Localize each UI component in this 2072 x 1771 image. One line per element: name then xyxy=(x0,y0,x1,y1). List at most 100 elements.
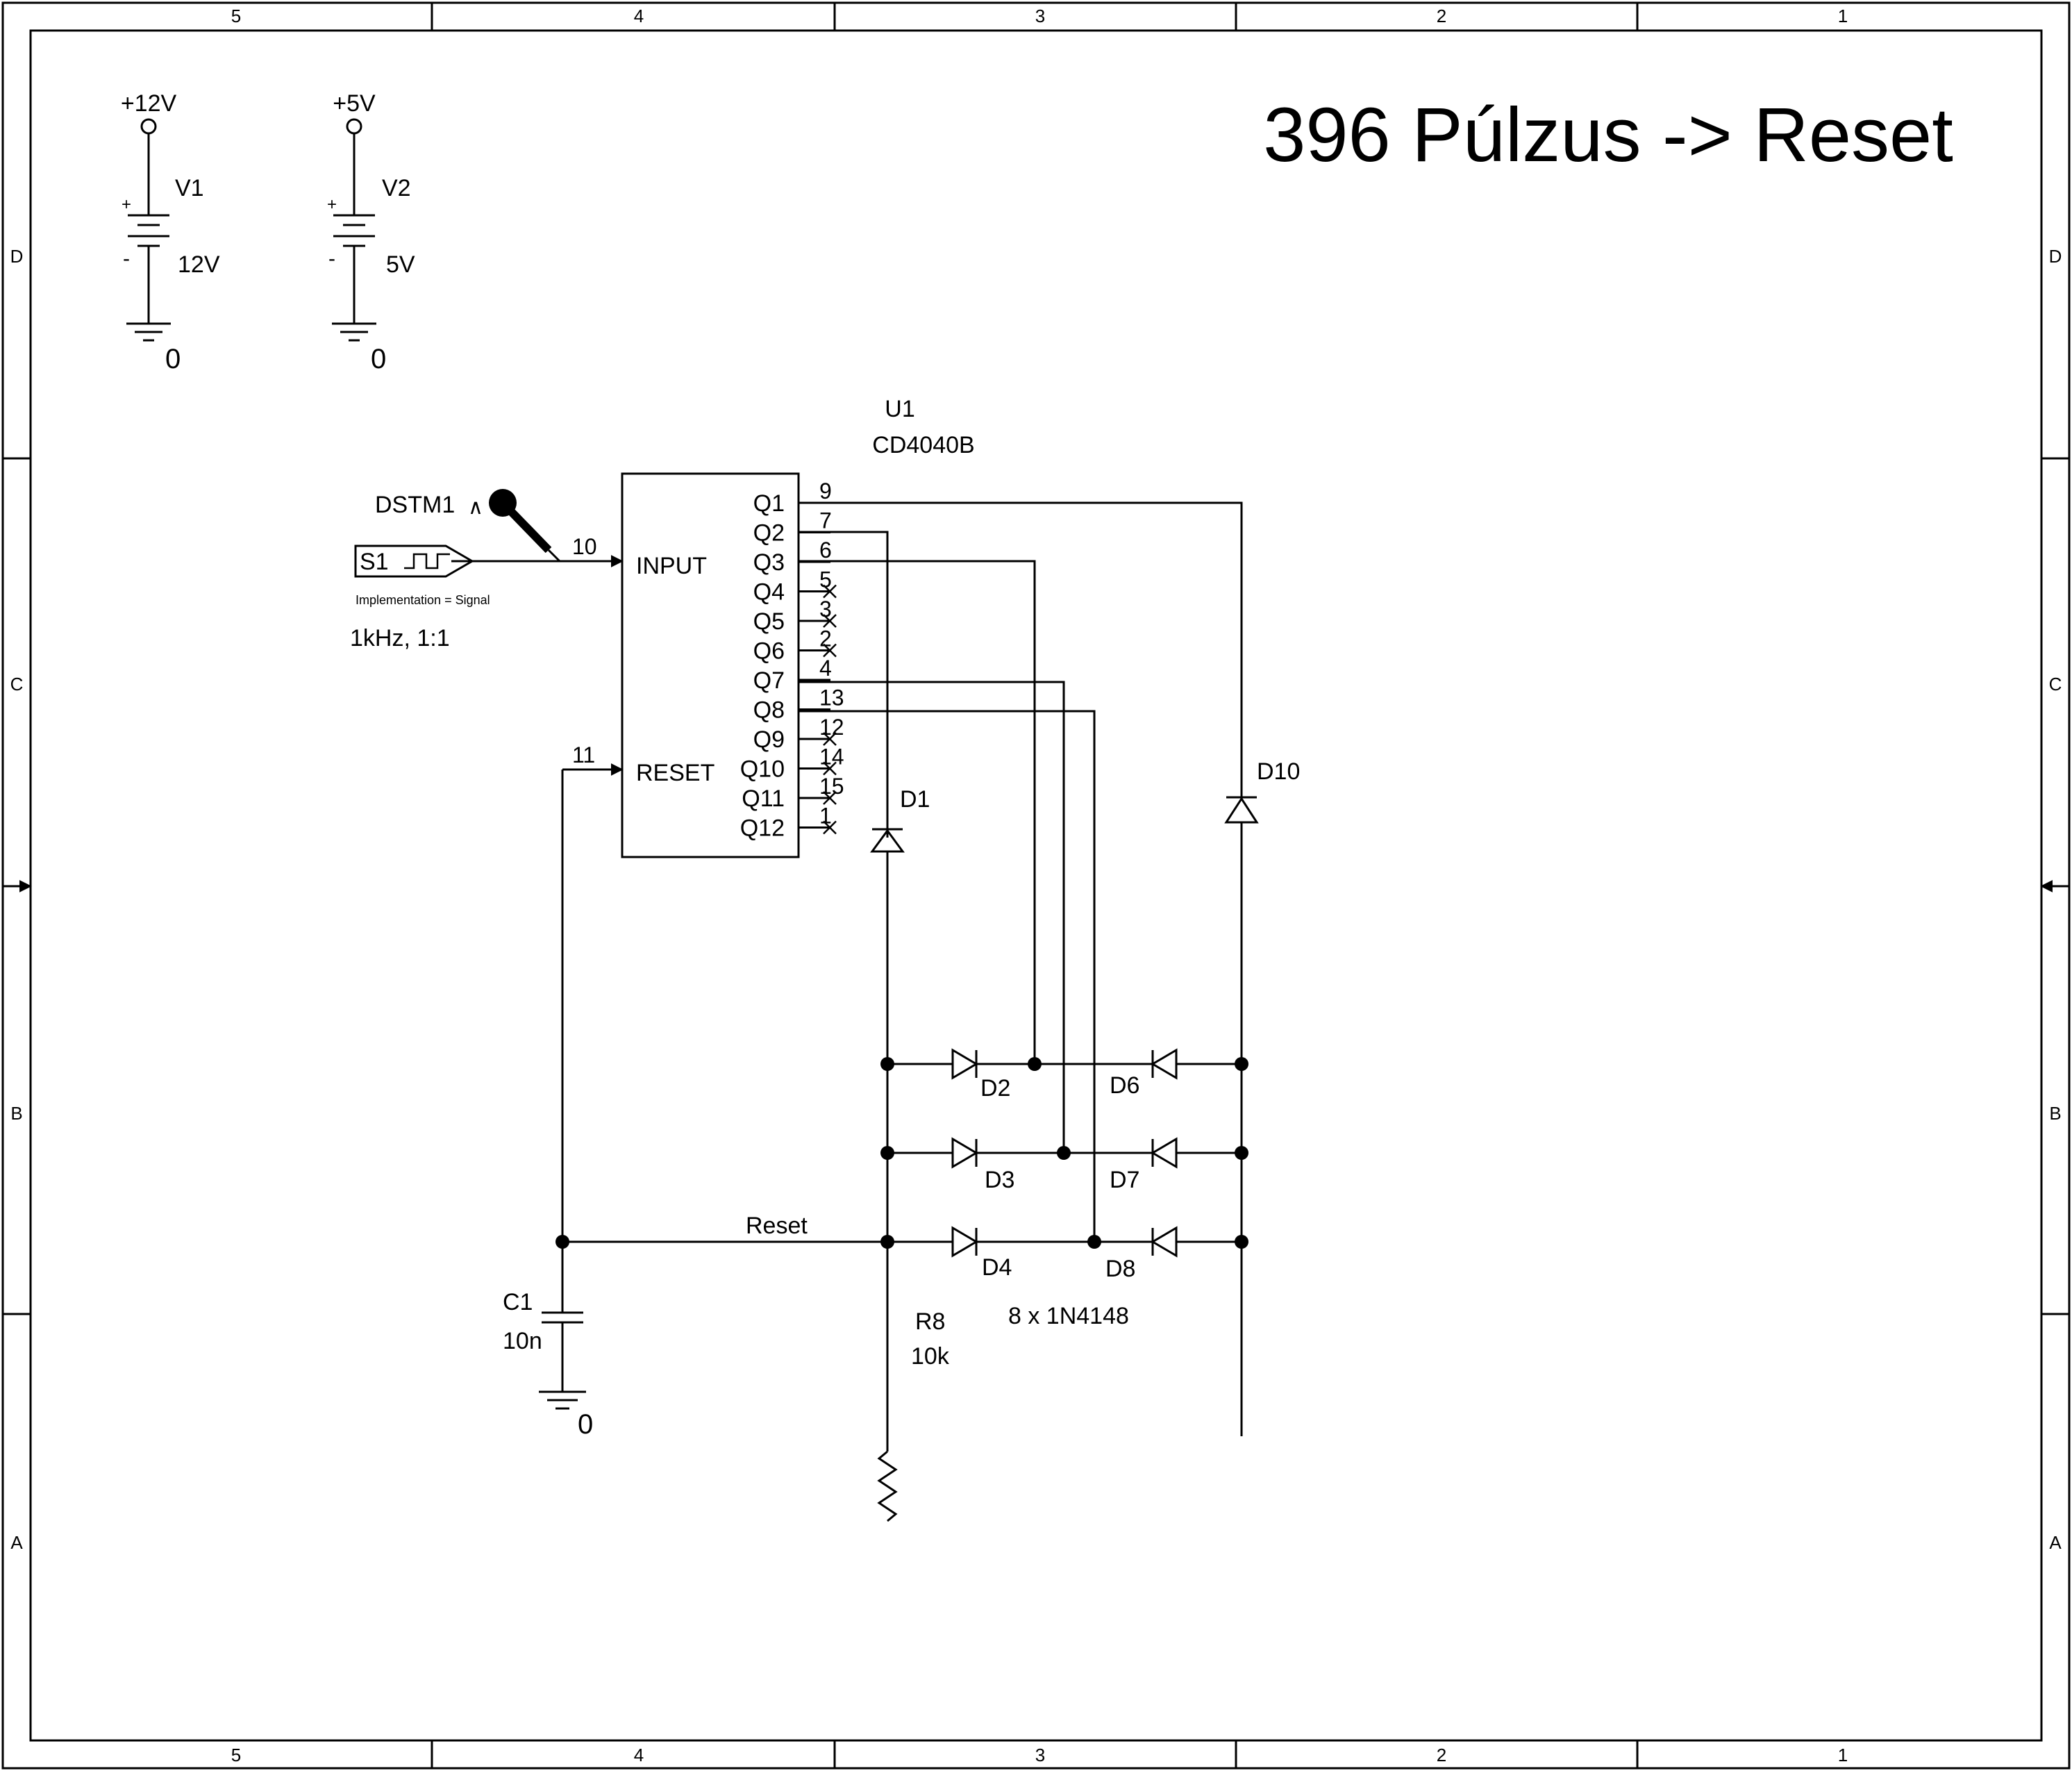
u1-input-pin: 10 xyxy=(572,534,597,559)
v2-plus: + xyxy=(327,195,337,214)
v2-name: V2 xyxy=(382,175,411,201)
u1-output-pin-number: 12 xyxy=(819,715,844,740)
reset-net-label: Reset xyxy=(746,1213,808,1239)
v2-ground: 0 xyxy=(371,344,386,374)
v2-rail-label: +5V xyxy=(333,90,376,117)
row-label: D xyxy=(10,246,24,267)
diode-column-right: D6 D7 D8 8 x 1N4148 xyxy=(1008,1048,1248,1436)
c1-ref: C1 xyxy=(503,1289,533,1315)
u1-output-pin-number: 1 xyxy=(819,804,832,829)
u1-output-pin-number: 15 xyxy=(819,774,844,799)
c1-ground: 0 xyxy=(578,1409,593,1440)
u1-output-name: Q6 xyxy=(753,638,785,665)
u1-output-name: Q12 xyxy=(740,815,785,842)
col-label: 2 xyxy=(1437,6,1446,26)
d3-label: D3 xyxy=(985,1167,1014,1193)
no-connect-mark xyxy=(823,732,837,746)
row-label: C xyxy=(2049,674,2062,695)
row-label: B xyxy=(2049,1103,2061,1124)
d6-label: D6 xyxy=(1110,1072,1139,1099)
row-label: A xyxy=(2049,1532,2062,1553)
u1-output-name: Q9 xyxy=(753,726,785,753)
output-wires xyxy=(799,501,1243,1242)
no-connect-mark xyxy=(823,791,837,805)
col-label: 3 xyxy=(1035,1745,1045,1765)
col-label: 3 xyxy=(1035,6,1045,26)
supply-v2: +5V + - V2 5V 0 xyxy=(327,90,415,374)
resistor-r8: R8 10k xyxy=(877,1308,950,1522)
v1-rail-label: +12V xyxy=(121,90,177,117)
u1-output-pin-number: 14 xyxy=(819,745,844,770)
c1-value: 10n xyxy=(503,1328,542,1354)
u1-output-name: Q11 xyxy=(742,785,785,812)
u1-output-pin-number: 4 xyxy=(819,656,832,681)
diode-column-left: D2 D3 D4 xyxy=(880,1048,1101,1436)
row-label: D xyxy=(2049,246,2062,267)
page-title: 396 Púlzus -> Reset xyxy=(1263,92,1953,178)
u1-output-name: Q1 xyxy=(753,490,785,517)
v1-ground: 0 xyxy=(165,344,181,374)
col-label: 4 xyxy=(634,6,644,26)
col-label: 2 xyxy=(1437,1745,1446,1765)
u1-reset-label: RESET xyxy=(636,760,715,786)
s1-label: S1 xyxy=(360,549,389,575)
r8-value: 10k xyxy=(911,1343,950,1370)
v1-minus: - xyxy=(123,247,130,270)
u1-output-pin-number: 9 xyxy=(819,479,832,504)
d2-label: D2 xyxy=(980,1075,1010,1101)
d10-label: D10 xyxy=(1257,758,1300,785)
u1-output-name: Q7 xyxy=(753,667,785,694)
row-label: A xyxy=(10,1532,23,1553)
diode-d1: D1 xyxy=(870,786,930,1064)
col-label: 5 xyxy=(231,6,241,26)
v1-plus: + xyxy=(122,195,131,214)
u1-output-name: Q10 xyxy=(740,756,785,783)
supply-v1: +12V + - V1 12V 0 xyxy=(121,90,220,374)
u1-output-pin-number: 2 xyxy=(819,626,832,651)
no-connect-mark xyxy=(823,820,837,835)
dstm-label: DSTM1 xyxy=(375,492,455,518)
u1-output-pin-number: 13 xyxy=(819,685,844,710)
col-label: 1 xyxy=(1838,1745,1848,1765)
u1-output-pin-number: 6 xyxy=(819,538,832,563)
d7-label: D7 xyxy=(1110,1167,1139,1193)
stimulus-source: DSTM1 ∧ S1 Implementation = Signal 1kHz,… xyxy=(350,489,561,651)
u1-output-name: Q2 xyxy=(753,520,785,547)
u1-output-name: Q8 xyxy=(753,697,785,724)
u1-output-name: Q3 xyxy=(753,549,785,576)
u1-counter: U1 CD4040B INPUT RESET 10 11 Q1 9Q2 7Q3 6Q4… xyxy=(451,396,975,858)
d1-label: D1 xyxy=(900,786,930,813)
no-connect-mark xyxy=(823,584,837,599)
col-label: 1 xyxy=(1838,6,1848,26)
u1-input-label: INPUT xyxy=(636,553,707,579)
v1-value: 12V xyxy=(178,251,220,278)
u1-reset-pin: 11 xyxy=(572,742,595,767)
diode-d10: D10 xyxy=(1224,758,1300,1064)
reset-net: Reset C1 10n 0 xyxy=(503,770,887,1440)
row-label: C xyxy=(10,674,24,695)
u1-output-name: Q4 xyxy=(753,579,785,606)
col-label: 5 xyxy=(231,1745,241,1765)
u1-output-pin-number: 7 xyxy=(819,508,832,533)
u1-ref: U1 xyxy=(885,396,914,422)
d4-label: D4 xyxy=(982,1254,1012,1281)
no-connect-mark xyxy=(823,614,837,628)
row-label: B xyxy=(10,1103,22,1124)
no-connect-mark xyxy=(823,643,837,658)
v2-value: 5V xyxy=(386,251,415,278)
r8-ref: R8 xyxy=(915,1308,945,1335)
stim-setting: 1kHz, 1:1 xyxy=(350,625,450,651)
diode-note: 8 x 1N4148 xyxy=(1008,1303,1129,1329)
implementation: Implementation = Signal xyxy=(356,593,490,607)
dstm-mark: ∧ xyxy=(468,496,483,519)
v2-minus: - xyxy=(328,247,335,270)
u1-part: CD4040B xyxy=(872,432,974,458)
u1-body xyxy=(621,472,800,858)
no-connect-mark xyxy=(823,761,837,776)
d8-label: D8 xyxy=(1105,1256,1135,1282)
u1-output-pin-number: 5 xyxy=(819,567,832,592)
u1-output-pin-number: 3 xyxy=(819,597,832,622)
